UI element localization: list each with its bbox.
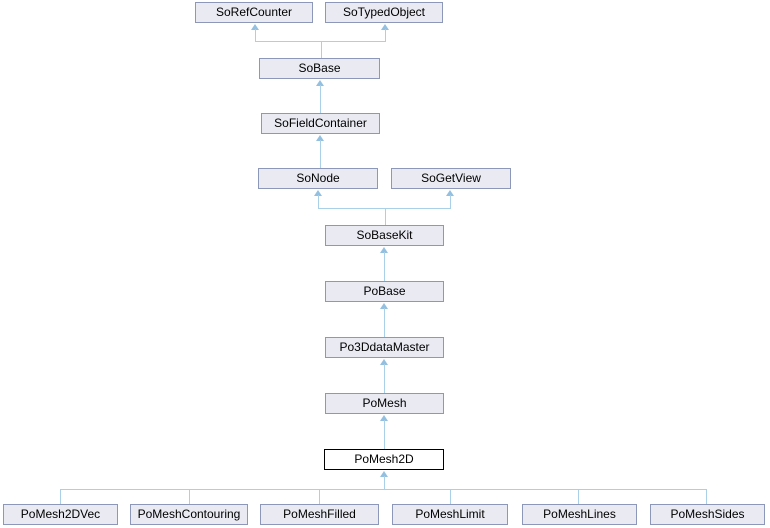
edge-pomeshlines-pomesh2d (578, 489, 579, 504)
class-node-sotypedobject[interactable]: SoTypedObject (325, 2, 443, 23)
edge-sonode-sofieldcontainer (320, 140, 321, 168)
edge-pomeshsides-pomesh2d (706, 489, 707, 504)
class-node-pomesh2d-current: PoMesh2D (324, 449, 444, 470)
edge-stem-sobase (321, 41, 322, 58)
edge-stem-sobasekit (385, 208, 386, 225)
inheritance-arrowhead-icon (314, 190, 322, 196)
edge-sofieldcontainer-sobase (320, 85, 321, 113)
edge-stem-pomesh2d-children (384, 476, 385, 489)
inheritance-arrowhead-icon (380, 303, 388, 309)
edge-po3ddatamaster-pobase (384, 308, 385, 337)
class-node-pomeshlimit[interactable]: PoMeshLimit (392, 504, 508, 525)
edge-sobase-sotypedobject (385, 29, 386, 41)
class-node-sorefcounter[interactable]: SoRefCounter (195, 2, 313, 23)
edge-pomesh2dvec-pomesh2d (60, 489, 61, 504)
edge-pomeshlimit-pomesh2d (450, 489, 451, 504)
edge-pomeshcontouring-pomesh2d (189, 489, 190, 504)
inheritance-arrowhead-icon (380, 471, 388, 477)
inheritance-arrowhead-icon (251, 24, 259, 30)
edge-pomesh-po3ddatamaster (384, 364, 385, 393)
class-node-pomesh[interactable]: PoMesh (325, 393, 444, 414)
inheritance-arrowhead-icon (316, 80, 324, 86)
class-node-pomeshsides[interactable]: PoMeshSides (650, 504, 765, 525)
edge-pobase-sobasekit (384, 252, 385, 281)
class-node-sobasekit[interactable]: SoBaseKit (325, 225, 444, 246)
inheritance-arrowhead-icon (380, 415, 388, 421)
edge-sobase-sorefcounter (255, 29, 256, 41)
edge-bus-sobase-parents (255, 41, 386, 42)
edge-sobasekit-sonode (318, 195, 319, 208)
inheritance-arrowhead-icon (446, 190, 454, 196)
inheritance-arrowhead-icon (316, 135, 324, 141)
class-node-pobase[interactable]: PoBase (325, 281, 444, 302)
class-node-pomeshlines[interactable]: PoMeshLines (522, 504, 637, 525)
edge-pomeshfilled-pomesh2d (319, 489, 320, 504)
inheritance-arrowhead-icon (381, 24, 389, 30)
class-node-pomesh2dvec[interactable]: PoMesh2DVec (3, 504, 118, 525)
inheritance-arrowhead-icon (380, 247, 388, 253)
class-node-sogetview[interactable]: SoGetView (391, 168, 511, 189)
edge-pomesh2d-pomesh (384, 420, 385, 449)
class-node-sonode[interactable]: SoNode (258, 168, 378, 189)
edge-sobasekit-sogetview (450, 195, 451, 208)
edge-bus-pomesh2d-children (60, 489, 707, 490)
class-node-pomeshfilled[interactable]: PoMeshFilled (260, 504, 379, 525)
edge-bus-sobasekit-parents (318, 208, 451, 209)
inheritance-arrowhead-icon (380, 359, 388, 365)
class-node-sofieldcontainer[interactable]: SoFieldContainer (261, 113, 380, 134)
class-node-pomeshcontouring[interactable]: PoMeshContouring (130, 504, 248, 525)
class-node-sobase[interactable]: SoBase (259, 58, 380, 79)
class-node-po3ddatamaster[interactable]: Po3DdataMaster (325, 337, 444, 358)
